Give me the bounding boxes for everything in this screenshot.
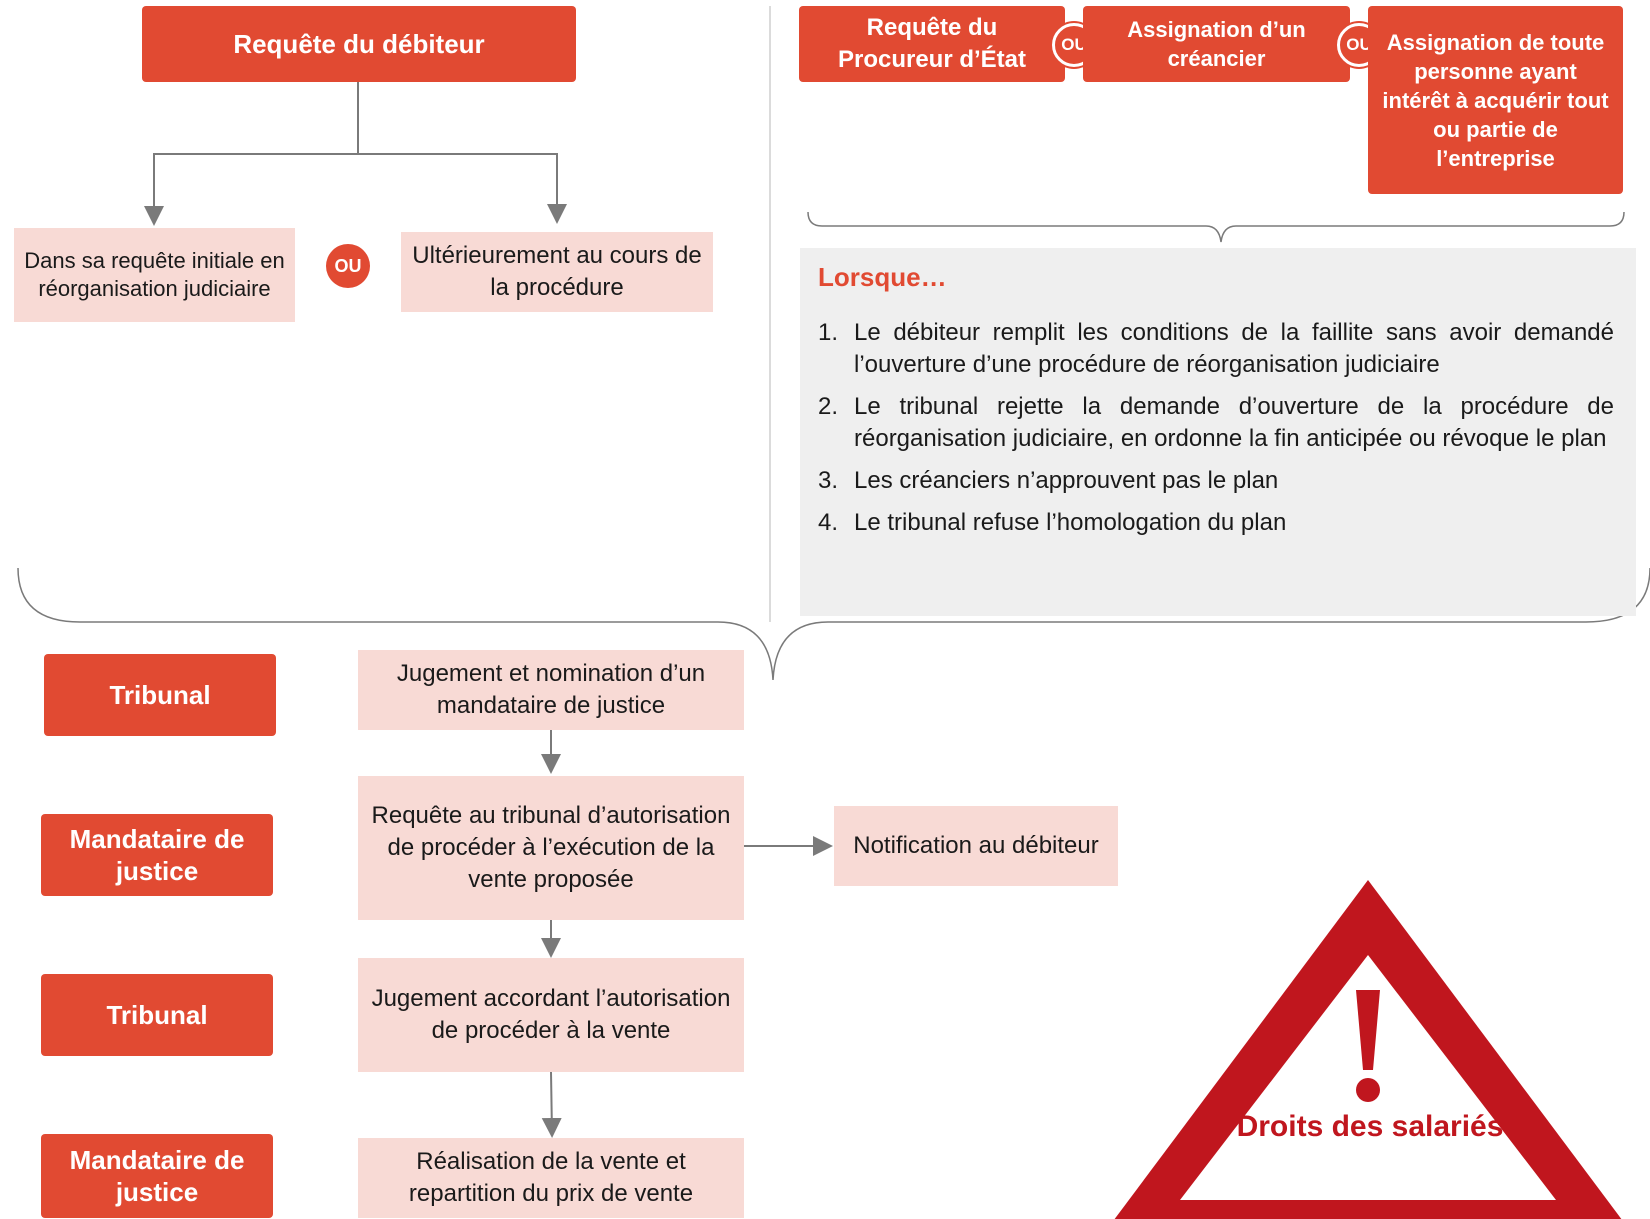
- condition-text: Le tribunal refuse l’homologation du pla…: [854, 509, 1287, 536]
- condition-number: 3.: [818, 467, 839, 494]
- conditions-title: Lorsque…: [818, 262, 947, 292]
- condition-item: 3. Les créanciers n’approuvent pas le pl…: [818, 465, 1614, 497]
- actor-tribunal-2: Tribunal: [41, 974, 273, 1056]
- step-authorization-request: Requête au tribunal d’autorisation de pr…: [358, 776, 744, 920]
- condition-item: 1. Le débiteur remplit les conditions de…: [818, 317, 1614, 381]
- actor-tribunal-1: Tribunal: [44, 654, 276, 736]
- step-authorization-judgment: Jugement accordant l’autorisation de pro…: [358, 958, 744, 1072]
- warning-label: Droits des salariés: [1236, 1110, 1504, 1143]
- arrow-to-later: [358, 153, 567, 224]
- step-judgment-nomination: Jugement et nomination d’un mandataire d…: [358, 650, 744, 730]
- condition-number: 2.: [818, 393, 839, 420]
- actor-mandataire-2: Mandataire de justice: [41, 1134, 273, 1218]
- condition-number: 4.: [818, 509, 839, 536]
- or-badge-left: OU: [326, 244, 370, 288]
- creditor-summons-box: Assignation d’un créancier: [1083, 6, 1350, 82]
- exclamation-dot-icon: [1356, 1078, 1380, 1102]
- condition-item: 2. Le tribunal rejette la demande d’ouve…: [818, 391, 1614, 455]
- debtor-request-box: Requête du débiteur: [142, 6, 576, 82]
- exclamation-icon: [1356, 990, 1380, 1070]
- step-sale-realization: Réalisation de la vente et repartition d…: [358, 1138, 744, 1218]
- condition-number: 1.: [818, 319, 839, 346]
- condition-text: Les créanciers n’approuvent pas le plan: [854, 467, 1279, 494]
- actor-mandataire-1: Mandataire de justice: [41, 814, 273, 896]
- prosecutor-request-box: Requête du Procureur d’État: [799, 6, 1065, 82]
- warning-triangle-inner: [1180, 955, 1556, 1200]
- interested-party-summons-box: Assignation de toute personne ayant inté…: [1368, 6, 1623, 194]
- conditions-panel: Lorsque… 1. Le débiteur remplit les cond…: [800, 248, 1636, 616]
- notification-box: Notification au débiteur: [834, 806, 1118, 886]
- conditions-list: 1. Le débiteur remplit les conditions de…: [818, 317, 1614, 539]
- arrow-to-initial: [144, 82, 359, 226]
- arrow-s3-s4: [541, 1071, 562, 1138]
- top-right-brace: [807, 211, 1625, 243]
- condition-item: 4. Le tribunal refuse l’homologation du …: [818, 507, 1614, 539]
- condition-text: Le débiteur remplit les conditions de la…: [854, 319, 1614, 378]
- option-later-box: Ultérieurement au cours de la procédure: [401, 232, 713, 312]
- condition-text: Le tribunal rejette la demande d’ouvertu…: [854, 393, 1614, 452]
- option-initial-box: Dans sa requête initiale en réorganisati…: [14, 228, 295, 322]
- large-brace: [17, 567, 1650, 681]
